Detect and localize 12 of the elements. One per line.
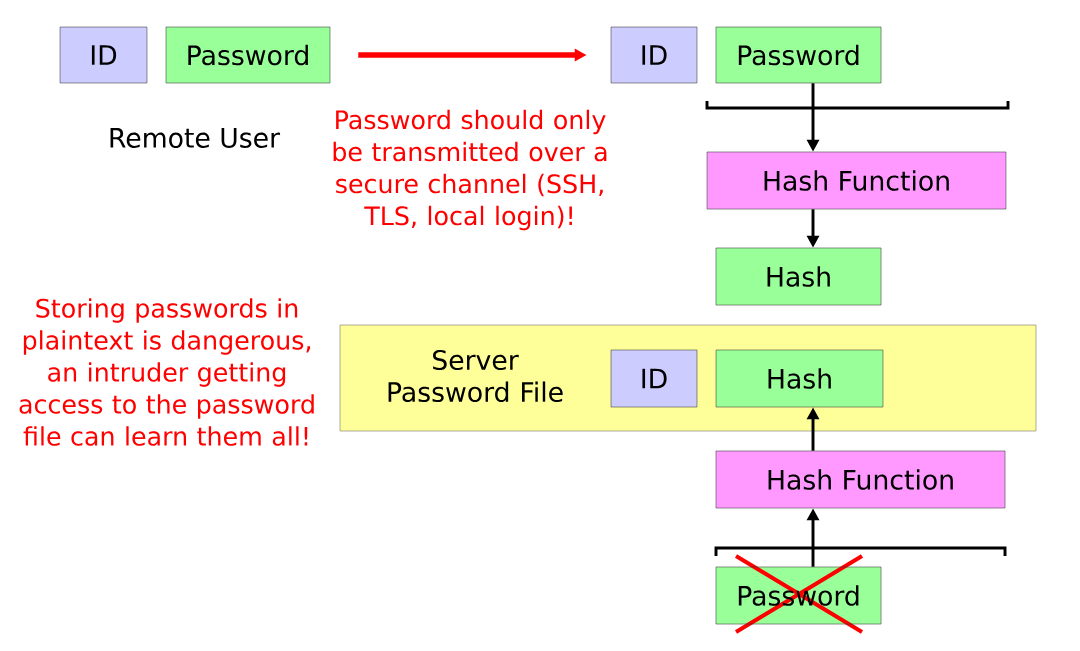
id-box: ID bbox=[610, 26, 698, 84]
password-box: Password bbox=[715, 26, 882, 84]
password-box: Password bbox=[165, 26, 331, 84]
warning-note: Password should only be transmitted over a secure channel (SSH, TLS, local login)! bbox=[333, 109, 607, 231]
hash-box: Hash bbox=[715, 247, 882, 306]
hash-function-box: Hash Function bbox=[715, 450, 1006, 509]
caption-text: Remote User bbox=[110, 128, 281, 148]
hash-box: Hash bbox=[715, 349, 884, 408]
id-box: ID bbox=[59, 26, 148, 84]
warning-note: Storing passwords in plaintext is dangerous, an intruder getting access to the password file can learn them all! bbox=[19, 298, 314, 446]
hash-function-box: Hash Function bbox=[706, 151, 1007, 210]
id-box: ID bbox=[610, 349, 698, 408]
